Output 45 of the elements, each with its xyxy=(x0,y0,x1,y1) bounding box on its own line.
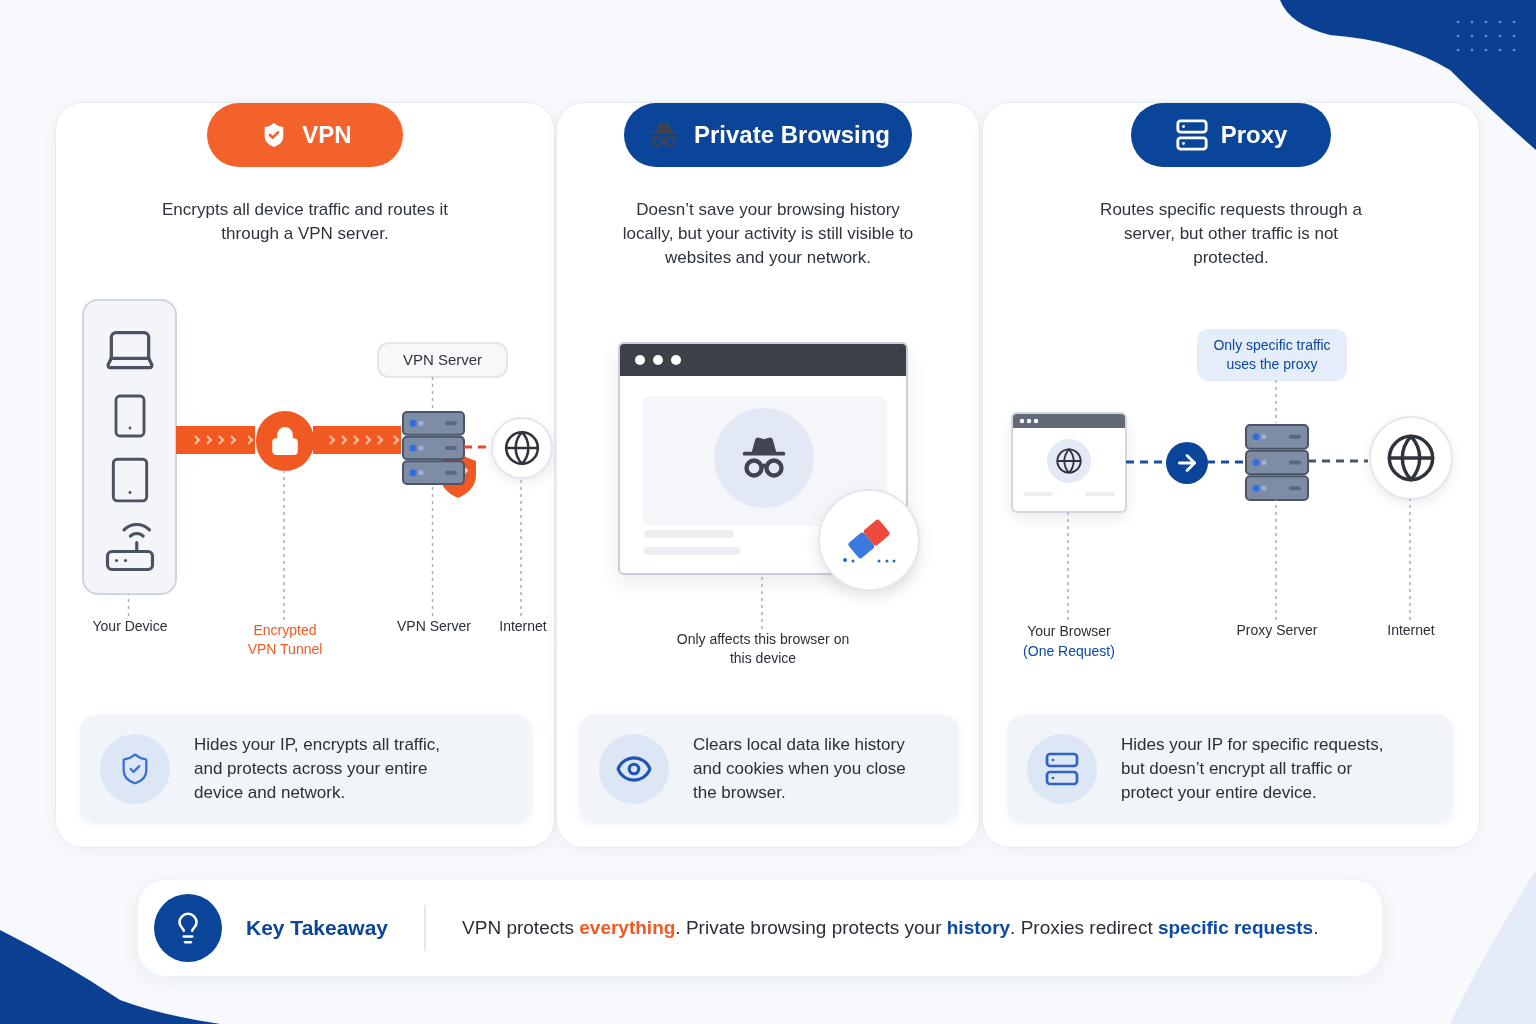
tunnel-band xyxy=(313,426,401,454)
caption-label: Your Device xyxy=(79,617,181,637)
leader-line xyxy=(127,593,130,617)
caption-label: Your Browser xyxy=(1027,622,1111,641)
leader-line xyxy=(1067,511,1069,621)
card-text: Clears local data like history and cookies when you close the browser. xyxy=(693,734,907,804)
callout-bubble: VPN Server xyxy=(377,342,508,378)
panel-card xyxy=(556,102,980,848)
caption-label: Proxy Server xyxy=(1225,621,1329,641)
leader-line xyxy=(1275,499,1277,621)
device-group-box xyxy=(82,299,177,595)
panel-card xyxy=(55,102,555,848)
panel-description: Routes specific requests through a server, but other traffic is not protected. xyxy=(1099,199,1363,269)
panel-title: VPN xyxy=(302,120,352,150)
dashed-connector xyxy=(1207,460,1244,464)
card-text: Hides your IP for specific requests, but doesn’t encrypt all traffic or protect your entire device. xyxy=(1121,734,1385,804)
leader-line xyxy=(520,477,522,617)
caption-label: Only affects this browser on this device xyxy=(673,630,853,670)
leader-line xyxy=(1275,379,1277,424)
dashed-connector xyxy=(1308,459,1368,463)
takeaway-text: VPN protects everything. Private browsing protects your history. Proxies redirect specific requests. xyxy=(462,915,1319,940)
takeaway-heading: Key Takeaway xyxy=(246,915,389,942)
panel-card xyxy=(982,102,1480,848)
tunnel-band xyxy=(176,426,255,454)
panel-title: Proxy xyxy=(1220,120,1288,150)
takeaway-banner xyxy=(138,880,1382,976)
caption-label: Encrypted VPN Tunnel xyxy=(240,621,330,661)
caption-label: VPN Server xyxy=(387,617,481,637)
leader-line xyxy=(1409,498,1411,621)
panel-description: Doesn’t save your browsing history locally, but your activity is still visible to websites and your network. xyxy=(621,199,915,269)
leader-line xyxy=(431,376,434,411)
leader-line xyxy=(283,469,285,621)
dashed-connector xyxy=(1126,460,1165,464)
summary-card xyxy=(80,715,532,823)
browser-window xyxy=(1011,412,1127,513)
panel-description: Encrypts all device traffic and routes it through a VPN server. xyxy=(161,199,449,245)
summary-card xyxy=(579,715,959,823)
panel-title: Private Browsing xyxy=(693,120,891,150)
summary-card xyxy=(1007,715,1453,823)
browser-window xyxy=(618,342,908,575)
callout-bubble: Only specific traffic uses the proxy xyxy=(1197,329,1347,381)
caption-label: Internet xyxy=(1377,621,1445,641)
card-text: Hides your IP, encrypts all traffic, and protects across your entire device and network. xyxy=(194,734,441,804)
caption-label: (One Request) xyxy=(1023,642,1115,661)
caption-label: Internet xyxy=(491,617,555,637)
